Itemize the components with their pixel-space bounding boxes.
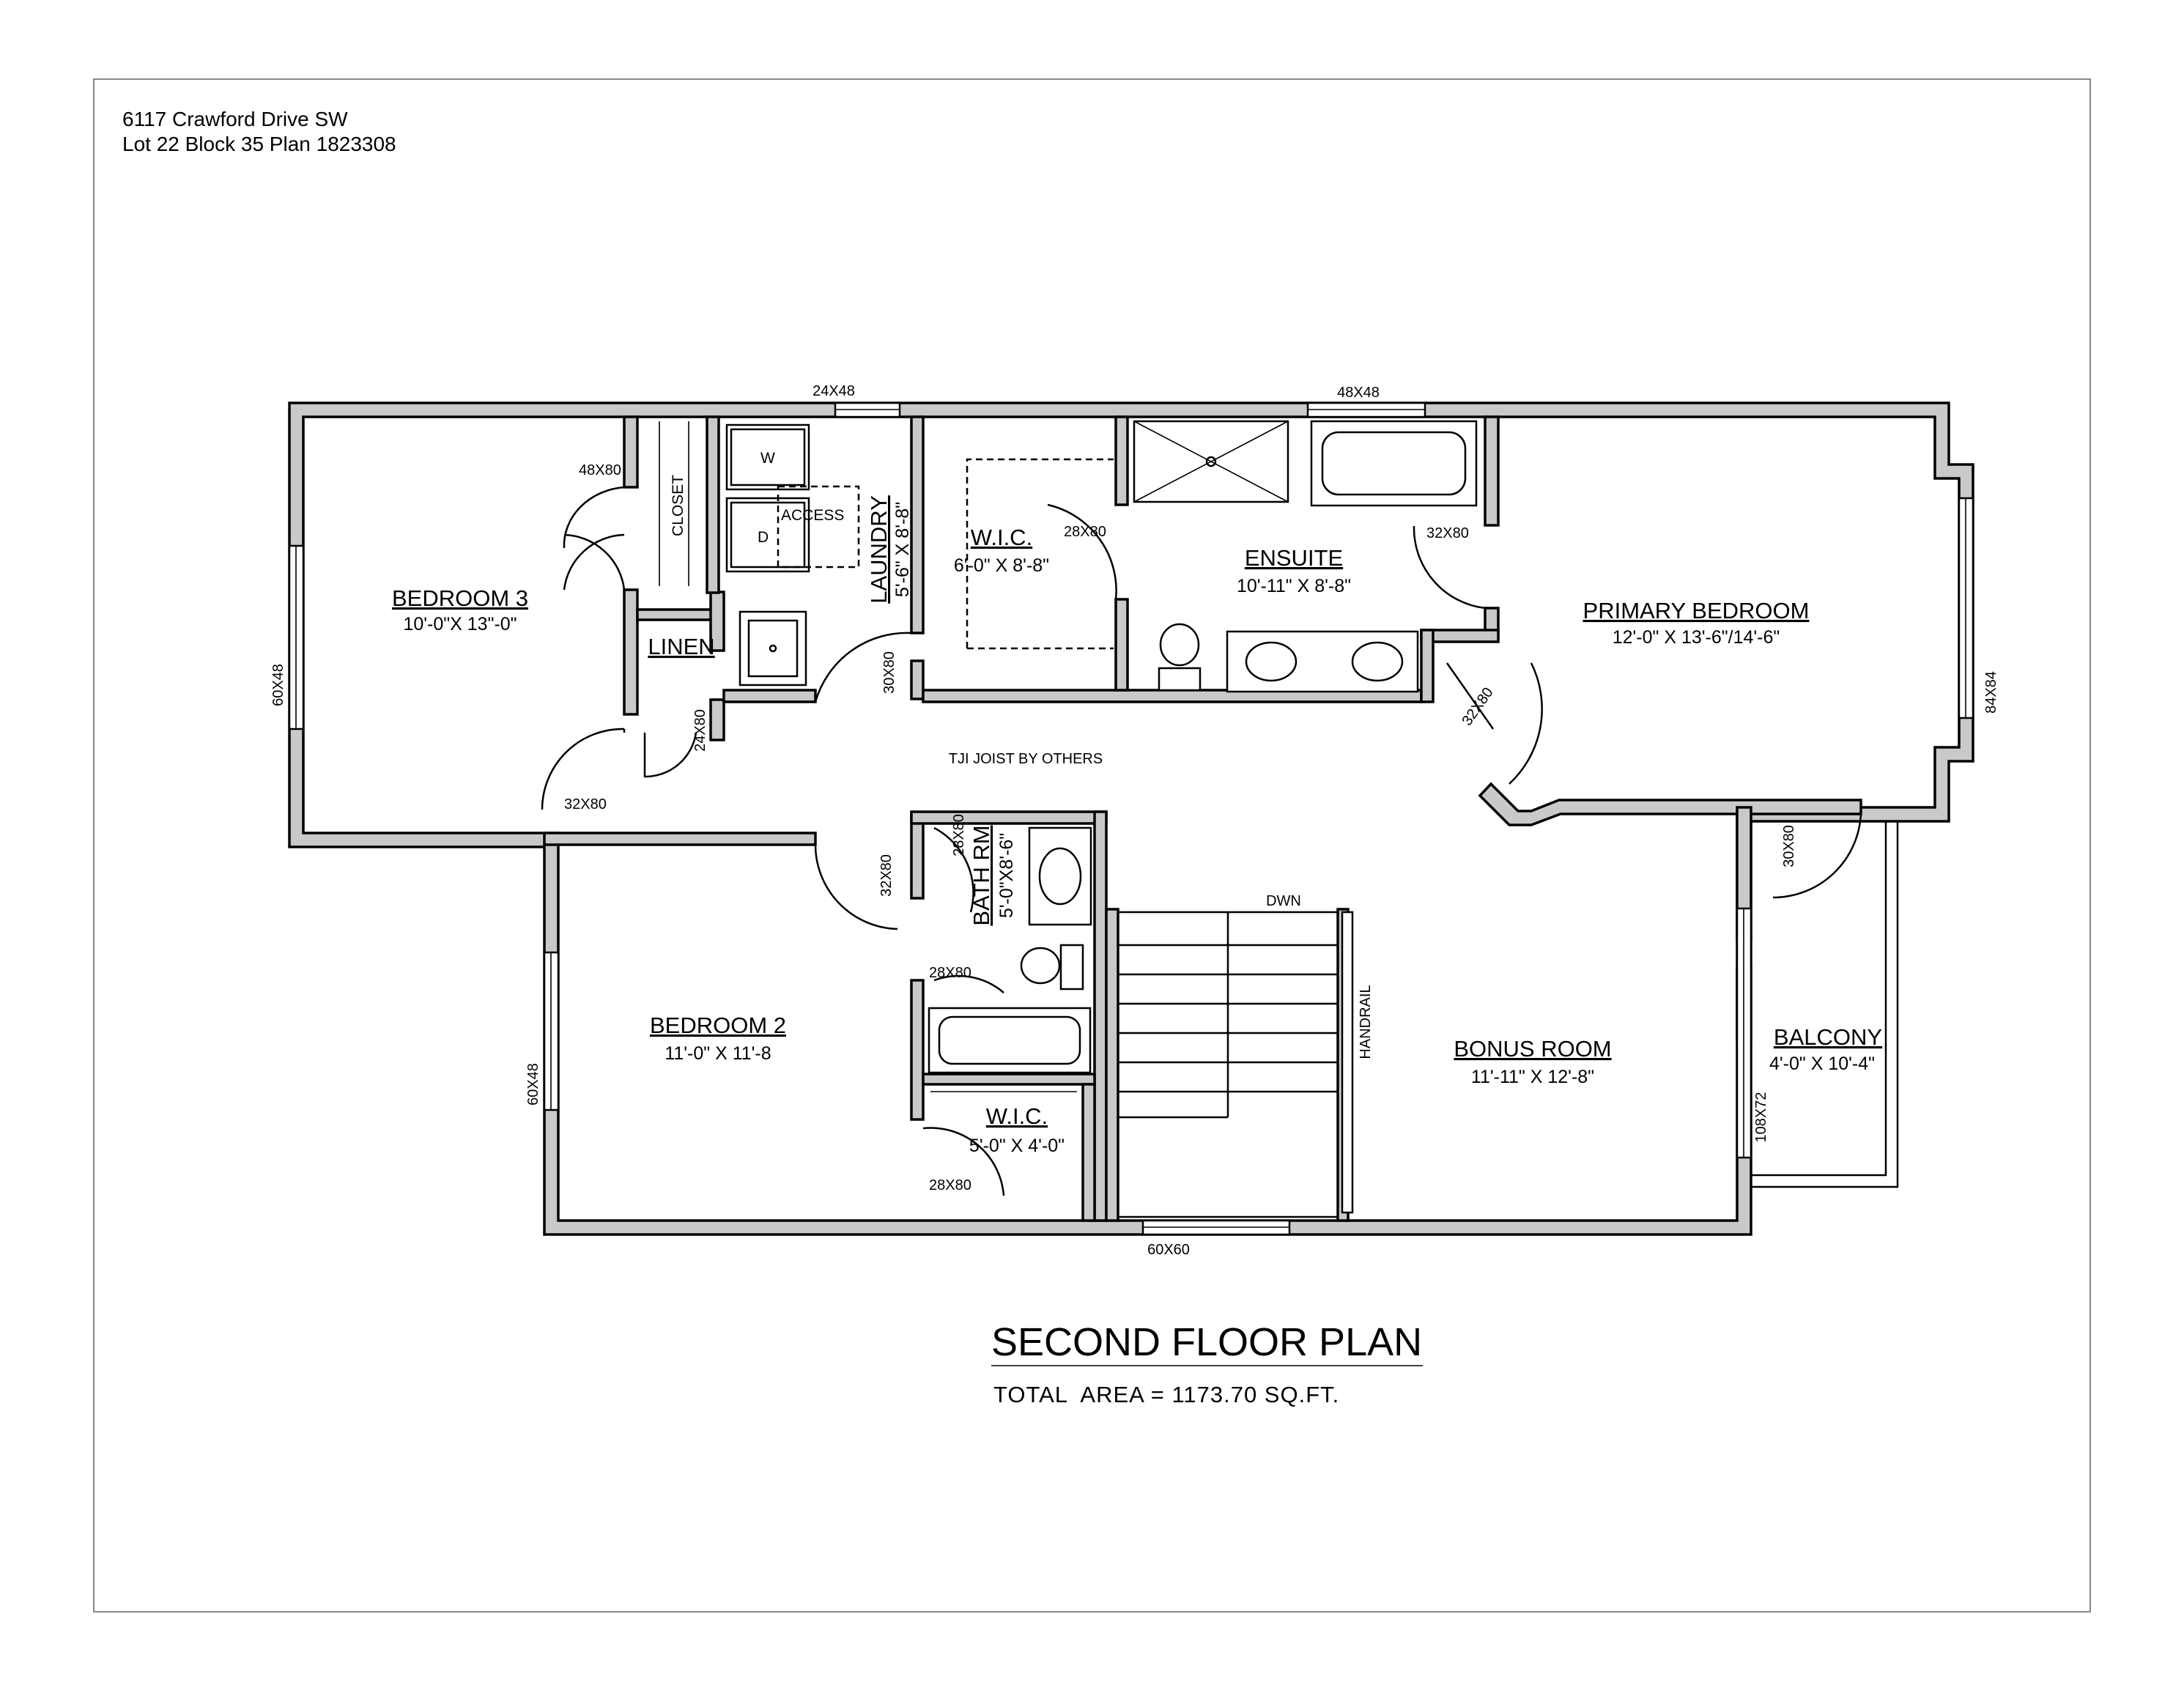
attic-access (777, 485, 860, 569)
bonus-dim: 11'-11" X 12'-8" (1471, 1067, 1594, 1087)
bedroom3-name: BEDROOM 3 (392, 585, 528, 611)
door-bed2-label: 32X80 (878, 854, 895, 897)
wic-upper-dim: 6'-0" X 8'-8" (954, 555, 1049, 576)
dryer-label: D (758, 529, 769, 546)
handrail (1341, 911, 1354, 1214)
ensuite-vanity (1226, 630, 1419, 693)
stairs-label: DWN (1266, 893, 1301, 909)
linen-name: LINEN (648, 634, 714, 659)
door-wic-lower-label: 28X80 (929, 1177, 971, 1193)
windows (288, 401, 1974, 1236)
wic-lower-dim: 5'-0" X 4'-0" (969, 1136, 1065, 1156)
handrail-label: HANDRAIL (1358, 985, 1374, 1059)
door-wic-upper-label: 28X80 (1064, 524, 1106, 540)
wic-upper-name: W.I.C. (971, 525, 1032, 550)
primary-dim: 12'-0" X 13'-6"/14'-6" (1613, 627, 1780, 648)
bonus-name: BONUS ROOM (1454, 1036, 1611, 1062)
bath-vanity (1028, 826, 1092, 926)
laundry-dim: 5'-6" X 8'-8" (892, 502, 913, 597)
wic-shelving (966, 458, 1114, 650)
primary-name: PRIMARY BEDROOM (1583, 598, 1810, 623)
plan-title: SECOND FLOOR PLAN (991, 1320, 1422, 1364)
joist-note: TJI JOIST BY OTHERS (949, 751, 1103, 767)
ensuite-toilet (1159, 623, 1200, 667)
fixtures: W D ACCESS (659, 420, 1478, 1092)
window-top-right-label: 48X48 (1337, 385, 1380, 401)
window-balcony-label: 108X72 (1753, 1092, 1769, 1143)
interior-walls (543, 415, 1862, 1222)
bedroom2-dim: 11'-0" X 11'-8 (665, 1043, 771, 1064)
window-bed3-label: 60X48 (270, 664, 286, 706)
staircase (1117, 911, 1354, 1218)
sheet-frame (93, 78, 2091, 1613)
door-linen-label: 24X80 (692, 709, 708, 752)
window-top-left-label: 24X48 (812, 383, 855, 399)
total-area: TOTAL AREA = 1173.70 SQ.FT. (993, 1382, 1339, 1407)
bedroom2-name: BEDROOM 2 (650, 1013, 786, 1038)
laundry-name: LAUNDRY (866, 495, 892, 604)
legal-description: Lot 22 Block 35 Plan 1823308 (122, 133, 396, 155)
bath-toilet (1020, 947, 1061, 985)
bath-name: BATH RM (969, 825, 994, 925)
balcony-rail (1751, 821, 1899, 1188)
door-balcony-label: 30X80 (1781, 825, 1797, 867)
washer-label: W (760, 450, 775, 467)
bedroom3-dim: 10'-0"X 13"-0" (403, 614, 517, 634)
doors (541, 486, 1862, 1196)
door-bath-b-label: 28X80 (929, 965, 971, 981)
door-laundry-label: 30X80 (881, 651, 897, 694)
window-bed2-label: 60X48 (525, 1063, 541, 1106)
window-bottom-label: 60X60 (1147, 1242, 1190, 1258)
door-bed3-label: 32X80 (564, 796, 607, 812)
balcony-dim: 4'-0" X 10'-4" (1769, 1054, 1875, 1074)
room-labels: BEDROOM 3 10'-0"X 13"-0" CLOSET LINEN LA… (392, 475, 1882, 1156)
door-ensuite-label: 32X80 (1426, 525, 1469, 541)
window-primary-label: 84X84 (1983, 671, 1999, 714)
ensuite-dim: 10'-11" X 8'-8" (1237, 576, 1351, 596)
address-line: 6117 Crawford Drive SW (122, 108, 348, 130)
access-label: ACCESS (781, 507, 844, 524)
ensuite-name: ENSUITE (1245, 545, 1343, 571)
bath-dim: 5'-0"X8'-6" (996, 833, 1017, 918)
door-primary-label: 32X80 (1459, 685, 1496, 729)
balcony-name: BALCONY (1774, 1024, 1882, 1050)
wic-lower-name: W.I.C. (986, 1103, 1048, 1129)
exterior-wall (288, 401, 1974, 1236)
door-closet-label: 48X80 (579, 462, 621, 478)
closet-name: CLOSET (670, 475, 686, 536)
door-bath-a-label: 28X80 (951, 814, 967, 856)
